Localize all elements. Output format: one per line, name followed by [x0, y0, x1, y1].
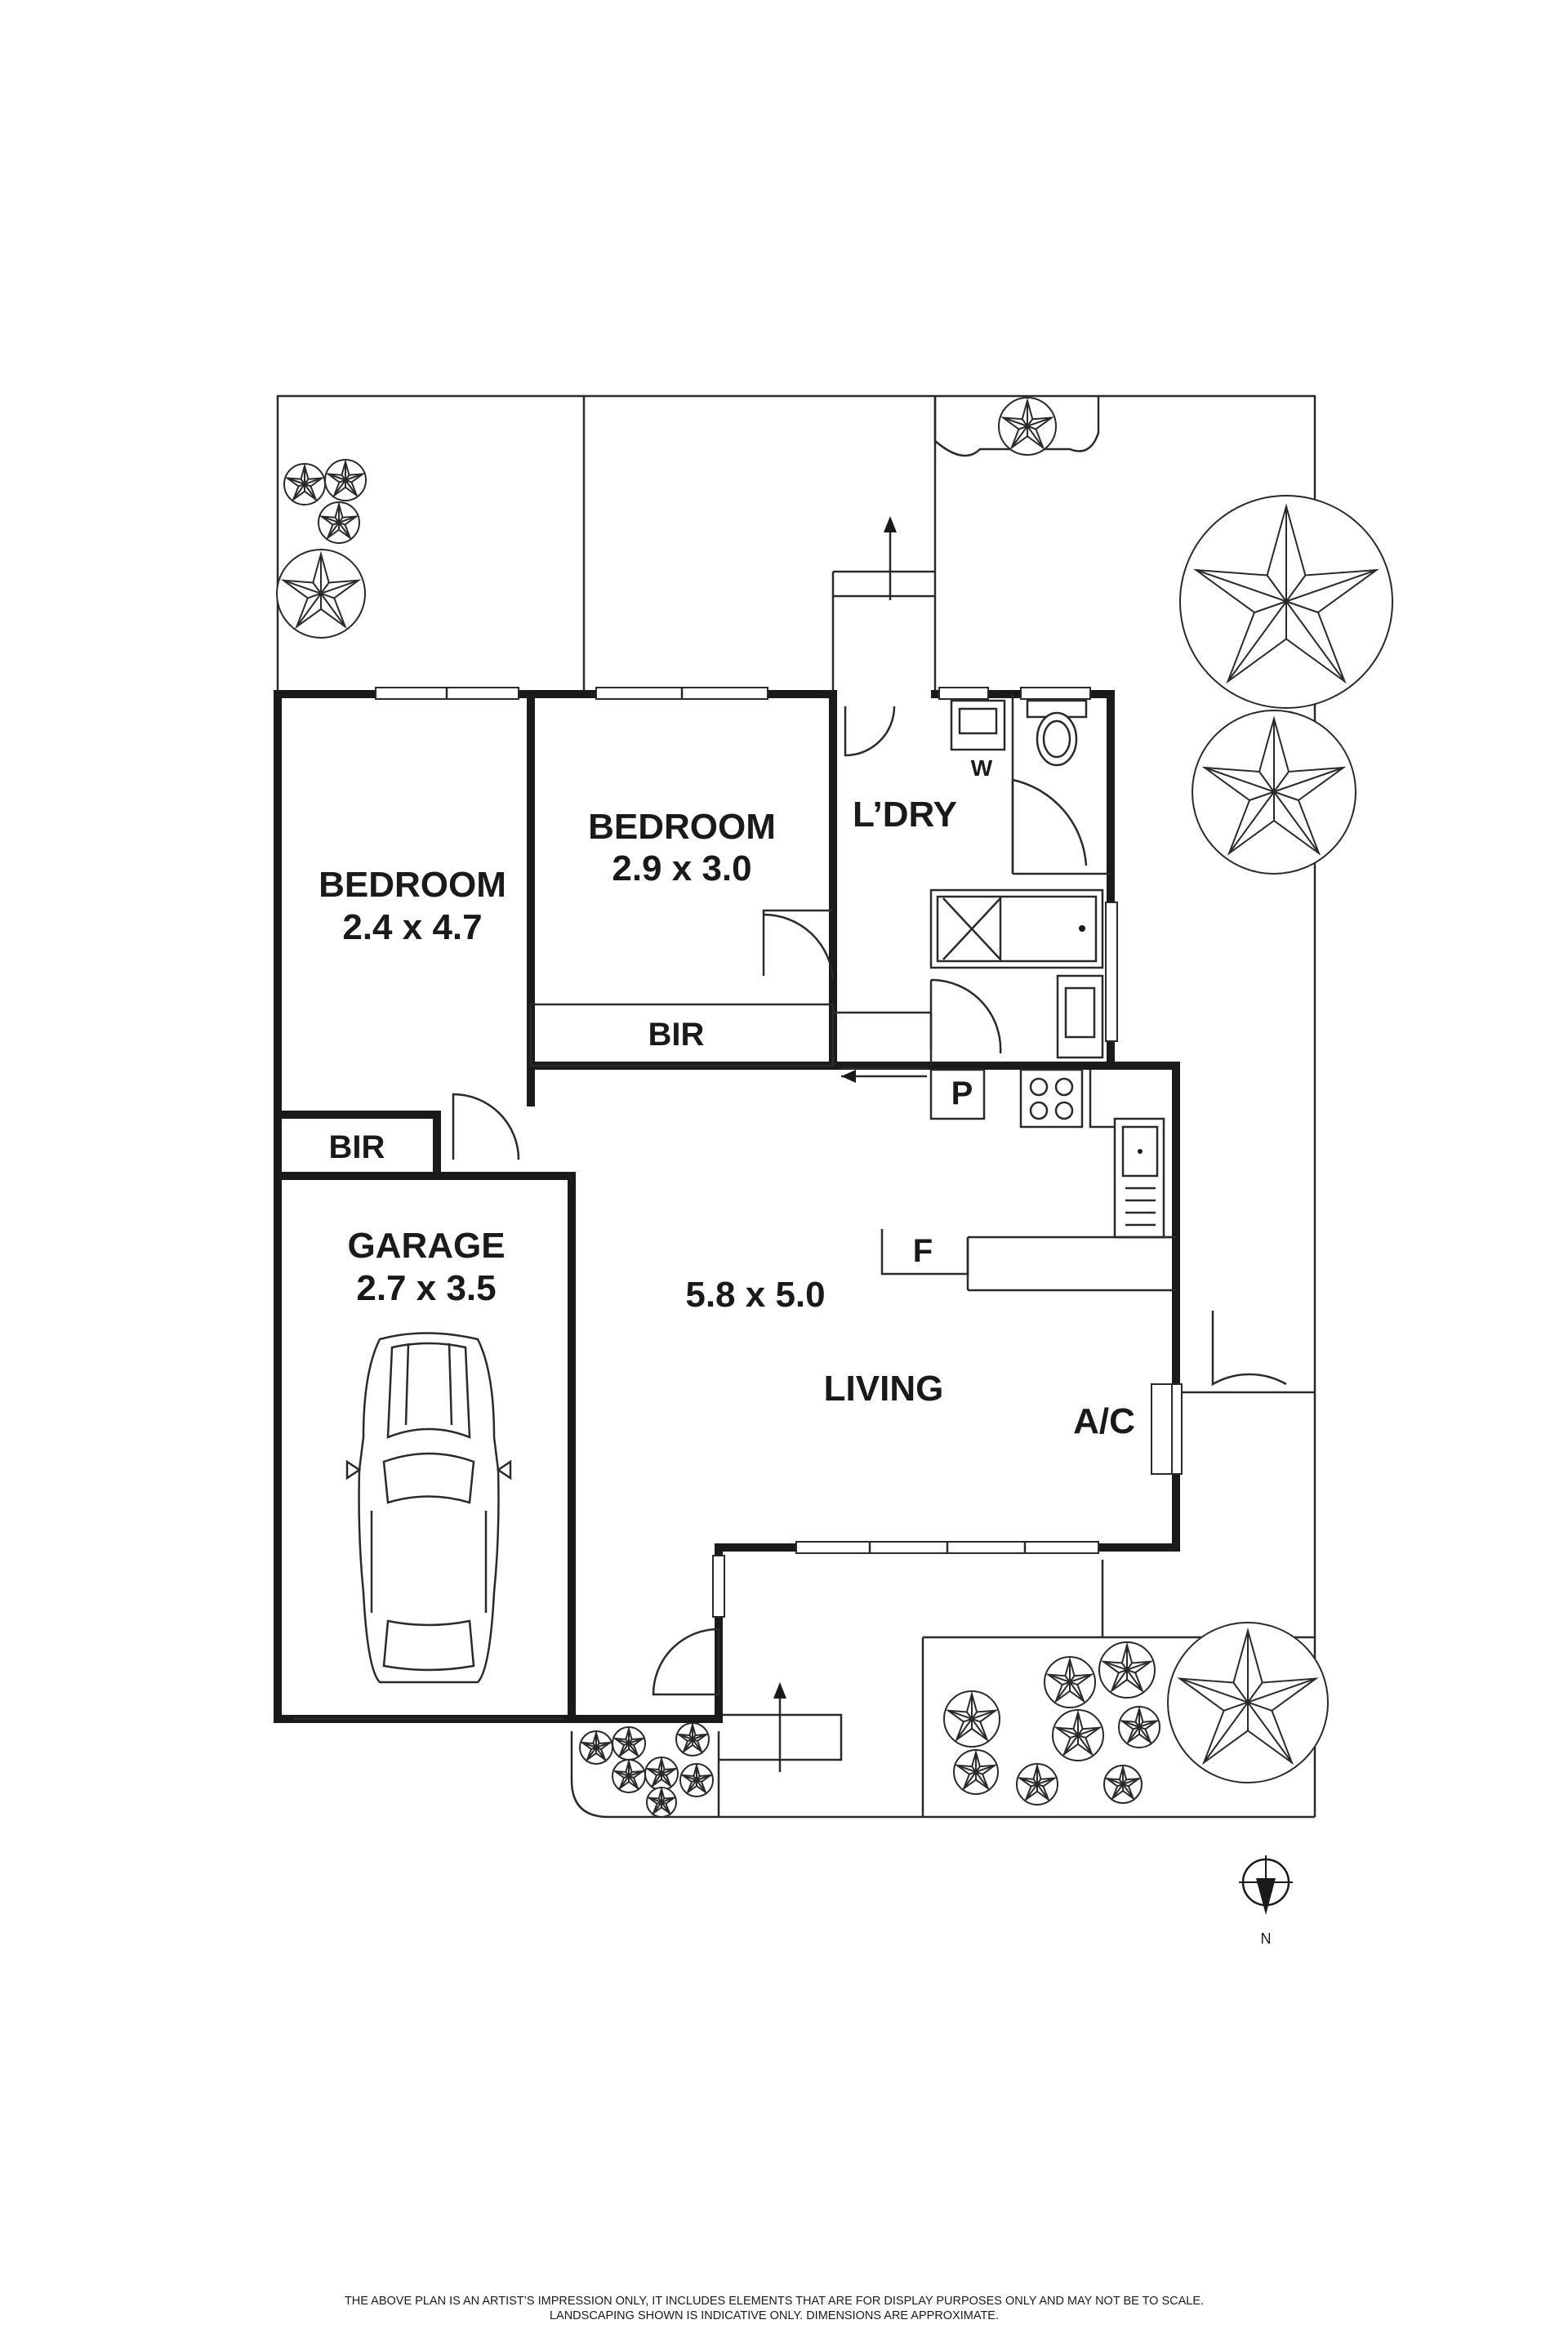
- disclaimer-line-2: LANDSCAPING SHOWN IS INDICATIVE ONLY. DI…: [550, 2309, 999, 2322]
- disclaimer-line-1: THE ABOVE PLAN IS AN ARTIST’S IMPRESSION…: [345, 2295, 1204, 2308]
- living-name: LIVING: [824, 1369, 944, 1409]
- doors: [452, 706, 1287, 1696]
- fridge-label: F: [913, 1233, 933, 1269]
- bedroom-middle-name: BEDROOM: [588, 807, 776, 847]
- garage-name: GARAGE: [347, 1226, 505, 1266]
- fixtures: [831, 699, 1176, 1292]
- pantry-label: P: [951, 1075, 973, 1111]
- living-size: 5.8 x 5.0: [685, 1275, 825, 1315]
- bir-left-label: BIR: [329, 1129, 385, 1165]
- laundry-label: L’DRY: [853, 795, 957, 835]
- landscaping: [277, 398, 1392, 1817]
- bir-middle-label: BIR: [648, 1017, 705, 1053]
- bedroom-middle-size: 2.9 x 3.0: [612, 848, 751, 888]
- car-icon: [345, 1332, 512, 1684]
- aircon-label: A/C: [1073, 1401, 1135, 1441]
- bedroom-left-name: BEDROOM: [318, 865, 506, 905]
- wardrobes: [529, 1003, 835, 1067]
- wc-label: W: [971, 755, 993, 781]
- compass-north-label: N: [1261, 1930, 1272, 1947]
- windows: [294, 687, 1183, 1721]
- garage-size: 2.7 x 3.5: [356, 1268, 496, 1308]
- compass-icon: N: [1239, 1855, 1293, 1947]
- site-boundary: [276, 394, 1316, 1819]
- bedroom-left-size: 2.4 x 4.7: [342, 907, 482, 947]
